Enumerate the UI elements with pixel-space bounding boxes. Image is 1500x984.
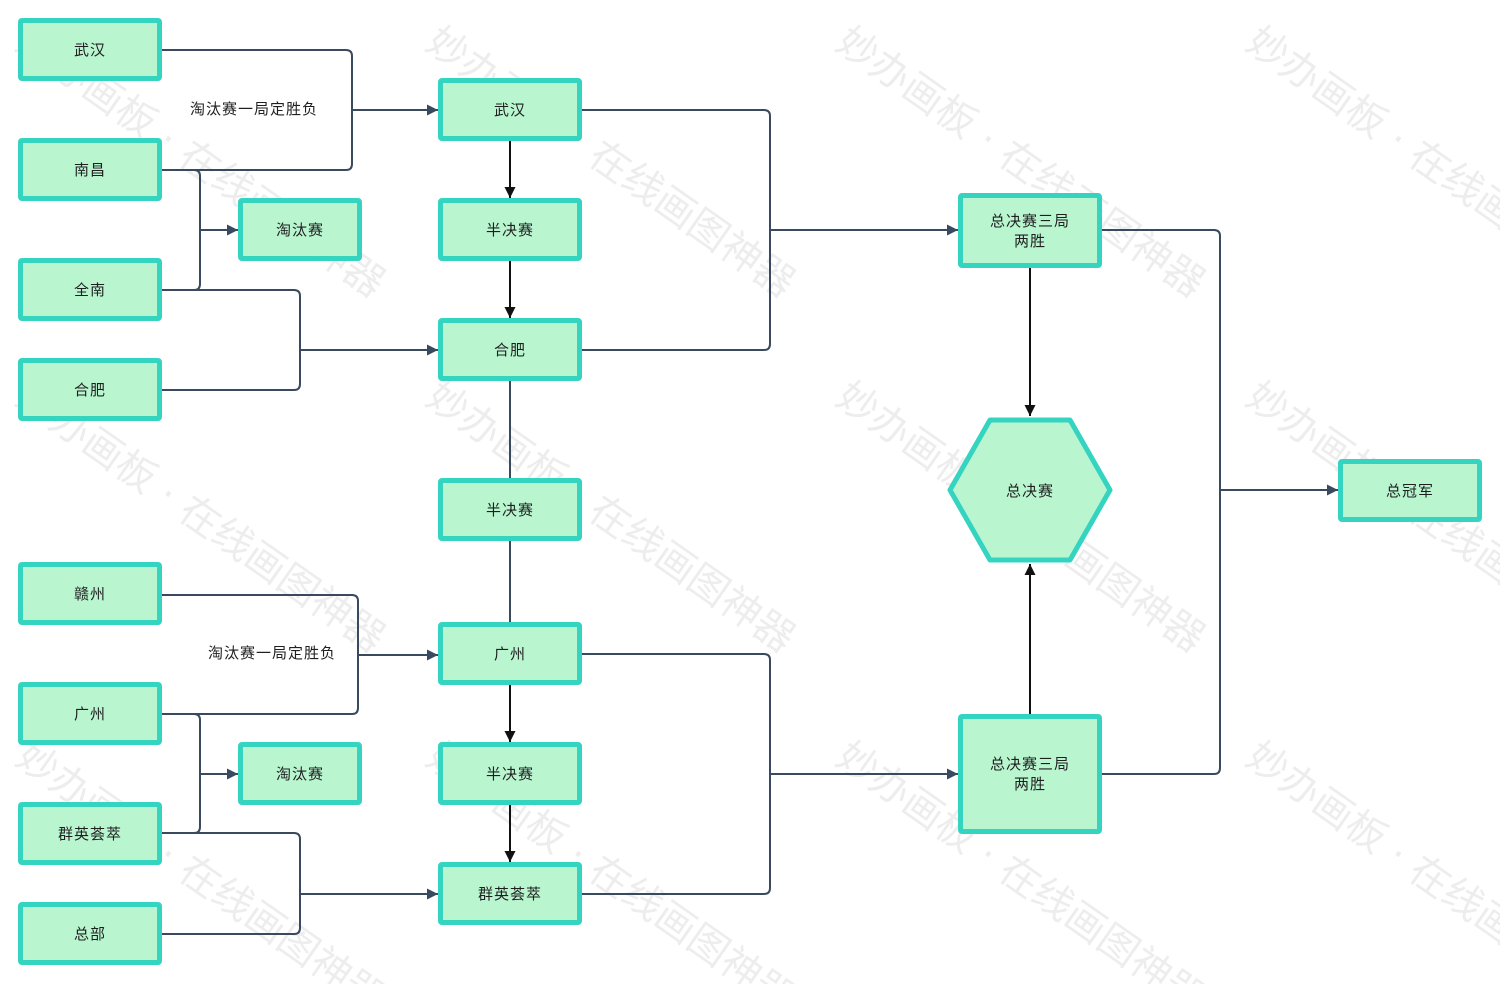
node-guangzhou-mid[interactable]: 广州 — [438, 622, 582, 685]
edge-guangzhou-to-guangzhou — [160, 655, 359, 715]
node-hefei-mid[interactable]: 合肥 — [438, 318, 582, 381]
node-elimination-top[interactable]: 淘汰赛 — [238, 198, 362, 261]
edge-wuhan-to-wuhan — [160, 49, 438, 116]
edge-quannan-to-elim — [160, 230, 201, 291]
node-quannan[interactable]: 全南 — [18, 258, 162, 321]
node-semifinal-top[interactable]: 半决赛 — [438, 198, 582, 261]
edge-label-bottom: 淘汰赛一局定胜负 — [206, 644, 339, 662]
node-wuhan-mid[interactable]: 武汉 — [438, 78, 582, 141]
edge-guangzhou-to-final-bottom — [580, 653, 958, 780]
node-wuhan-left[interactable]: 武汉 — [18, 18, 162, 81]
edge-final-bottom-to-champion — [1100, 490, 1221, 775]
node-headquarters[interactable]: 总部 — [18, 902, 162, 965]
edge-ganzhou-to-guangzhou — [160, 594, 438, 661]
node-guangzhou-left[interactable]: 广州 — [18, 682, 162, 745]
edge-quannan-to-hefei — [160, 289, 438, 356]
node-semifinal-center[interactable]: 半决赛 — [438, 478, 582, 541]
node-semifinal-bottom[interactable]: 半决赛 — [438, 742, 582, 805]
final-hexagon-shape[interactable] — [947, 417, 1113, 563]
edge-hq-to-qunying — [160, 894, 301, 935]
edge-qunying-to-qunying — [160, 832, 438, 900]
node-final-label: 总决赛 — [1005, 481, 1054, 500]
edge-nanchang-to-wuhan — [160, 110, 353, 171]
edge-nanchang-to-elim — [160, 169, 238, 236]
node-champion[interactable]: 总冠军 — [1338, 459, 1482, 522]
edge-hefei-to-final-top — [580, 230, 771, 351]
edge-qunying-to-elim — [160, 774, 201, 834]
edge-wuhan-to-final-top — [580, 109, 958, 236]
node-final-bo3-top[interactable]: 总决赛三局 两胜 — [958, 193, 1102, 268]
edge-final-top-to-champion — [1100, 229, 1338, 496]
edge-label-top: 淘汰赛一局定胜负 — [188, 100, 321, 118]
node-ganzhou[interactable]: 赣州 — [18, 562, 162, 625]
node-elimination-bottom[interactable]: 淘汰赛 — [238, 742, 362, 805]
node-qunying-mid[interactable]: 群英荟萃 — [438, 862, 582, 925]
node-nanchang[interactable]: 南昌 — [18, 138, 162, 201]
node-qunying-left[interactable]: 群英荟萃 — [18, 802, 162, 865]
node-final-bo3-bottom[interactable]: 总决赛三局 两胜 — [958, 714, 1102, 834]
edge-hefei-to-hefei — [160, 350, 301, 391]
node-hefei-left[interactable]: 合肥 — [18, 358, 162, 421]
edge-qunying-to-final-bottom — [580, 774, 771, 895]
edge-guangzhou-to-elim — [160, 713, 238, 780]
